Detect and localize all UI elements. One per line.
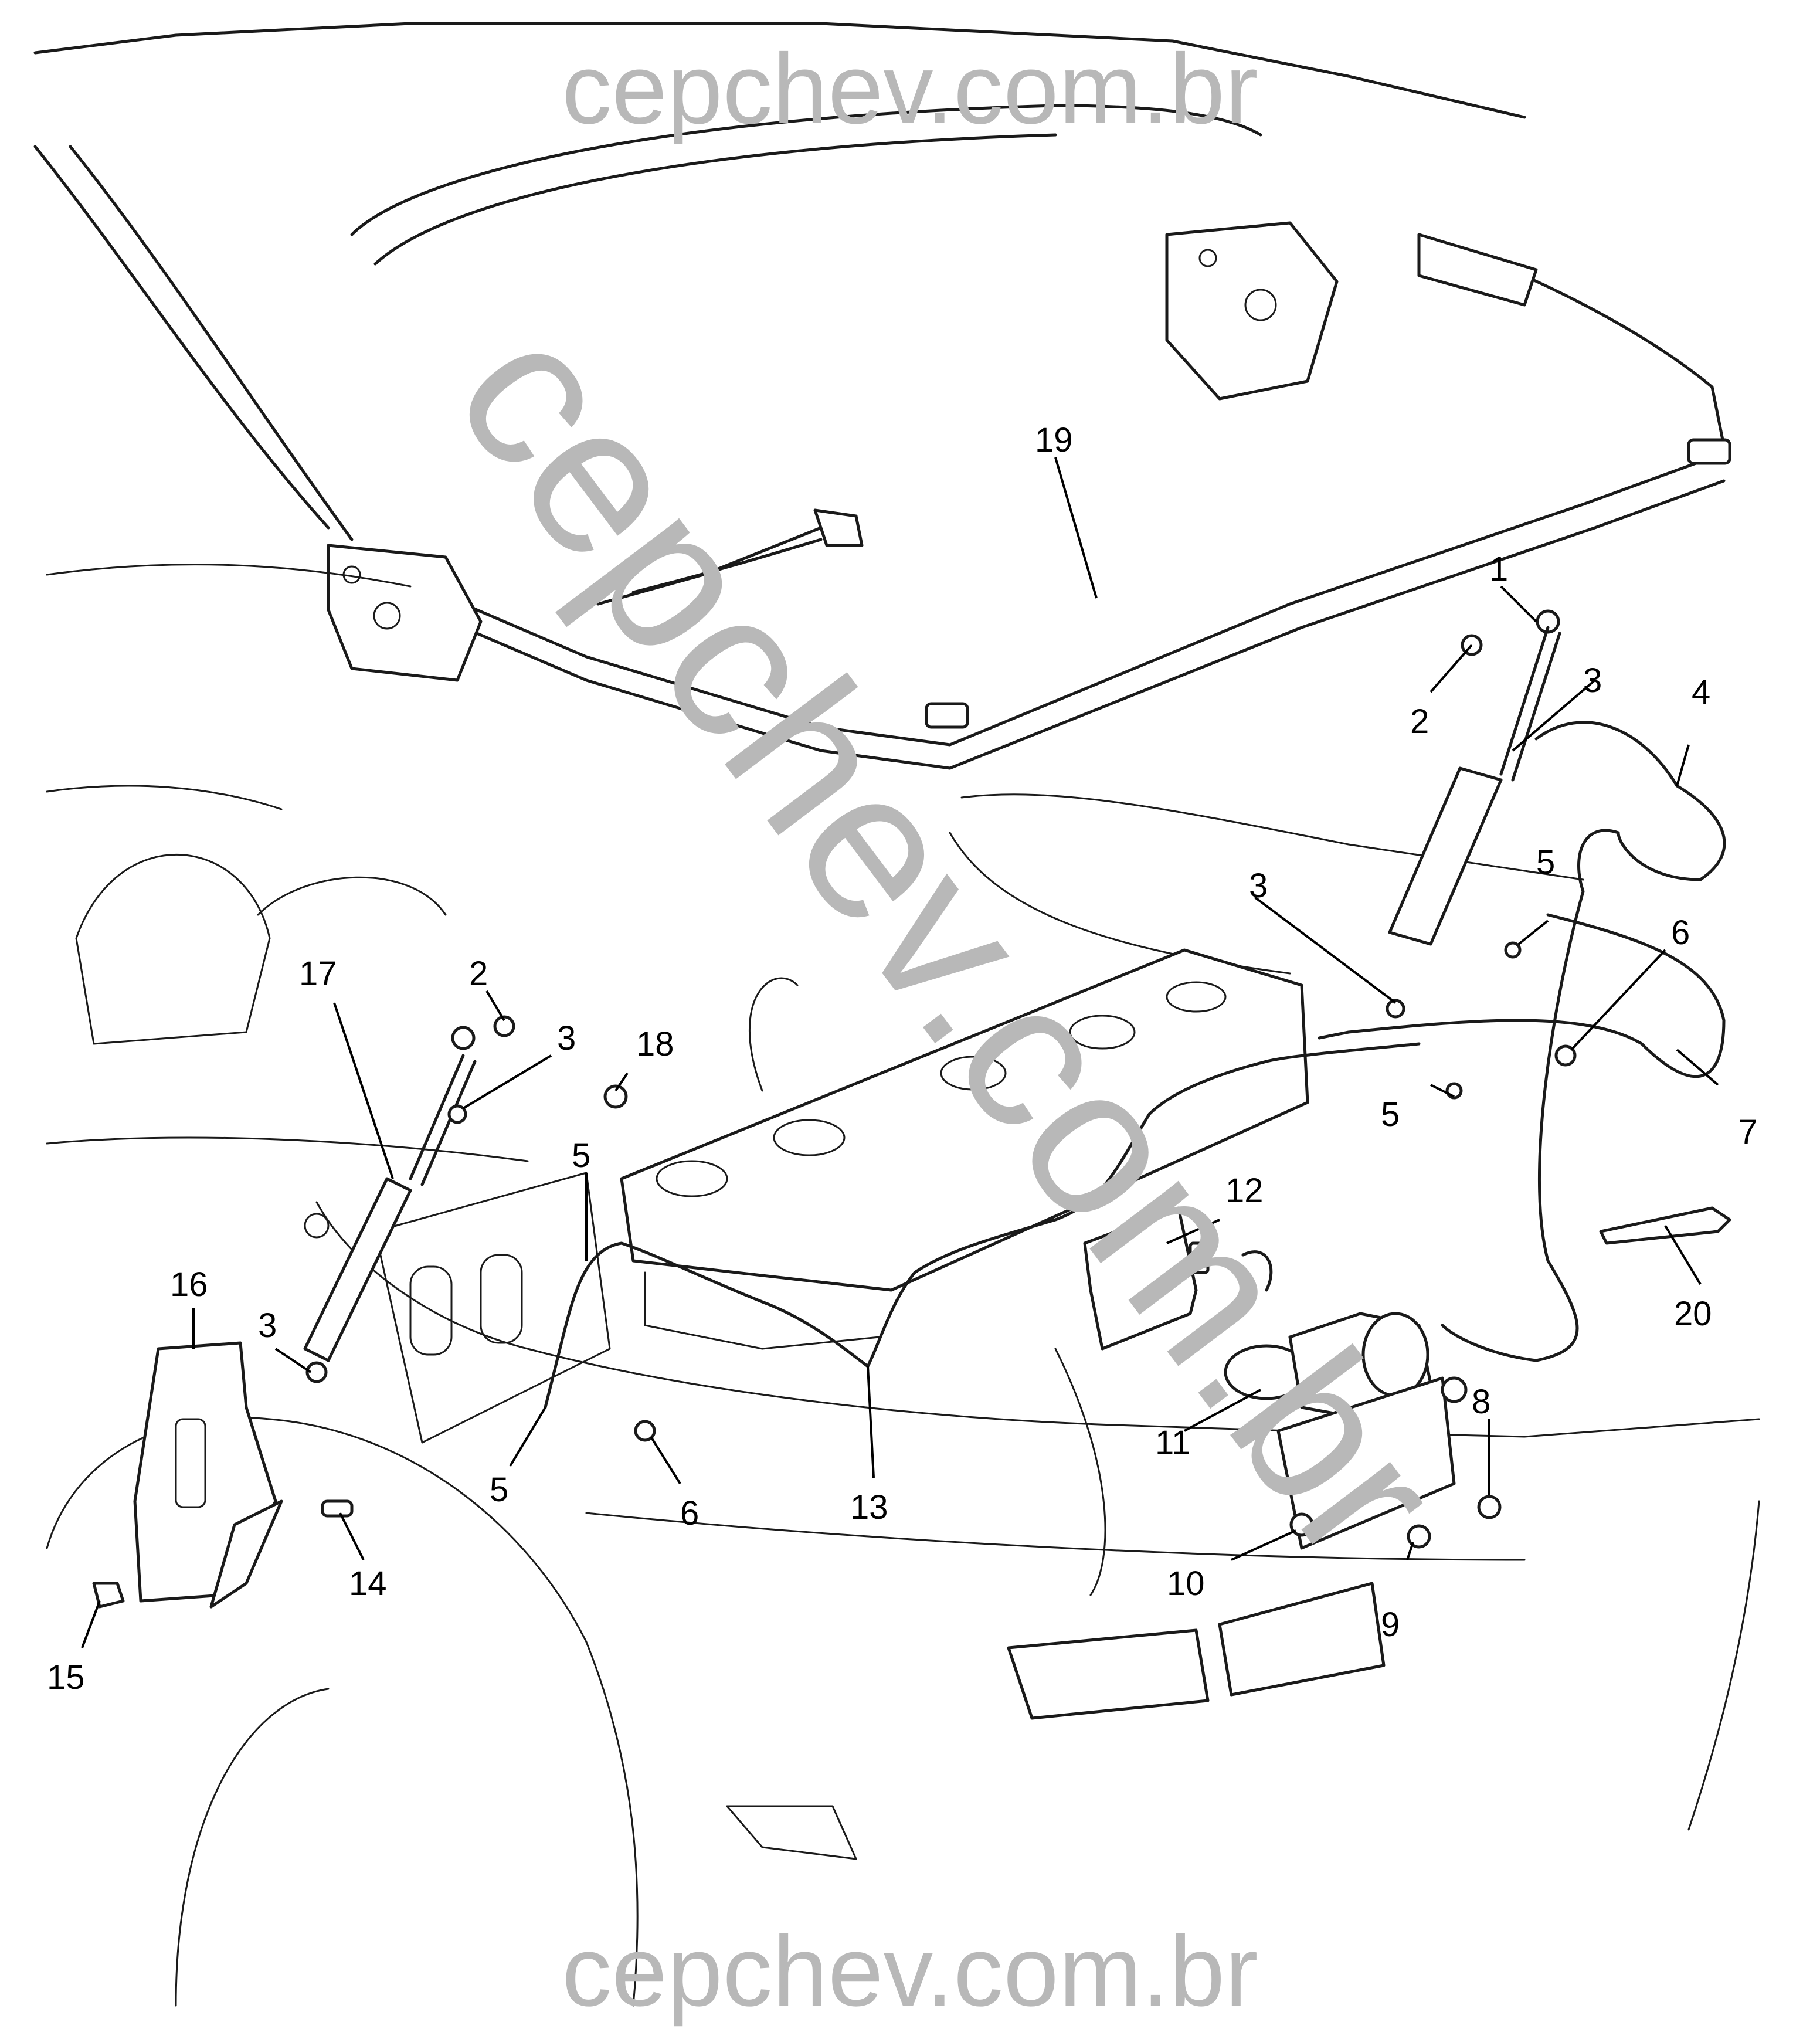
left-lift-strut	[303, 1026, 477, 1383]
clip-6-center	[634, 1420, 656, 1442]
left-hinge-bracket	[327, 544, 483, 682]
bracket-16	[133, 1341, 283, 1609]
callout-5-right-lower: 5	[1381, 1095, 1400, 1134]
callout-8: 8	[1472, 1383, 1490, 1421]
callout-13: 13	[850, 1488, 888, 1526]
callout-4: 4	[1692, 673, 1710, 711]
callout-3-left-lower: 3	[258, 1307, 277, 1345]
callout-2-left: 2	[469, 955, 488, 993]
clip-6-right	[1554, 1044, 1577, 1067]
callout-5-center: 5	[572, 1136, 590, 1175]
retainer-3-left	[447, 1104, 467, 1124]
callout-10: 10	[1167, 1565, 1205, 1603]
clip-5-right-upper	[1504, 941, 1522, 959]
callout-7: 7	[1738, 1113, 1757, 1151]
nut-15	[92, 1582, 125, 1609]
rear-panel-tray	[620, 948, 1309, 1350]
callout-labels: 19 1 2 3 4 5 3 6 5 7 20 12 8 11 10 9 13 …	[47, 421, 1757, 1697]
link-arm	[596, 508, 864, 606]
callout-19: 19	[1035, 421, 1073, 459]
callout-9: 9	[1381, 1606, 1400, 1644]
callout-3-left-upper: 3	[557, 1019, 576, 1057]
callout-6-right: 6	[1671, 914, 1690, 952]
callout-15: 15	[47, 1658, 85, 1697]
callout-20: 20	[1674, 1295, 1712, 1333]
callout-2-right: 2	[1410, 703, 1429, 741]
callout-6-center: 6	[680, 1494, 699, 1532]
tail-lamp-assembly	[1007, 1582, 1386, 1720]
right-hinge-bracket	[1165, 221, 1538, 401]
callout-5-right-upper: 5	[1536, 843, 1555, 881]
leader-lines	[81, 457, 1719, 1648]
watermark-top: cepchev.com.br	[562, 33, 1258, 145]
clip-3-right	[1386, 999, 1405, 1019]
retainer-2-left	[493, 1015, 515, 1037]
watermark-bottom: cepchev.com.br	[562, 1916, 1258, 2027]
left-inner-panel	[304, 1172, 611, 1444]
callout-11: 11	[1155, 1424, 1190, 1462]
callout-5-left-lower: 5	[490, 1471, 508, 1509]
top-frame-assembly	[33, 22, 1731, 770]
callout-12: 12	[1225, 1172, 1264, 1210]
vehicle-body	[46, 564, 1760, 2007]
right-lift-strut	[1388, 609, 1561, 946]
callout-18: 18	[636, 1025, 674, 1063]
watermark-diagonal: cepchev.com.br	[411, 281, 1488, 1602]
callout-3-right-mid: 3	[1249, 867, 1268, 905]
pump-mounting-bracket	[1276, 1376, 1502, 1550]
bolt-18	[603, 1084, 628, 1109]
callout-16: 16	[170, 1265, 208, 1304]
callout-17: 17	[299, 955, 337, 993]
callout-3-right-top: 3	[1583, 661, 1602, 700]
hydraulic-hoses	[544, 721, 1726, 1409]
pin-14	[321, 1499, 354, 1518]
callout-14: 14	[349, 1565, 387, 1603]
callout-1: 1	[1489, 550, 1508, 588]
